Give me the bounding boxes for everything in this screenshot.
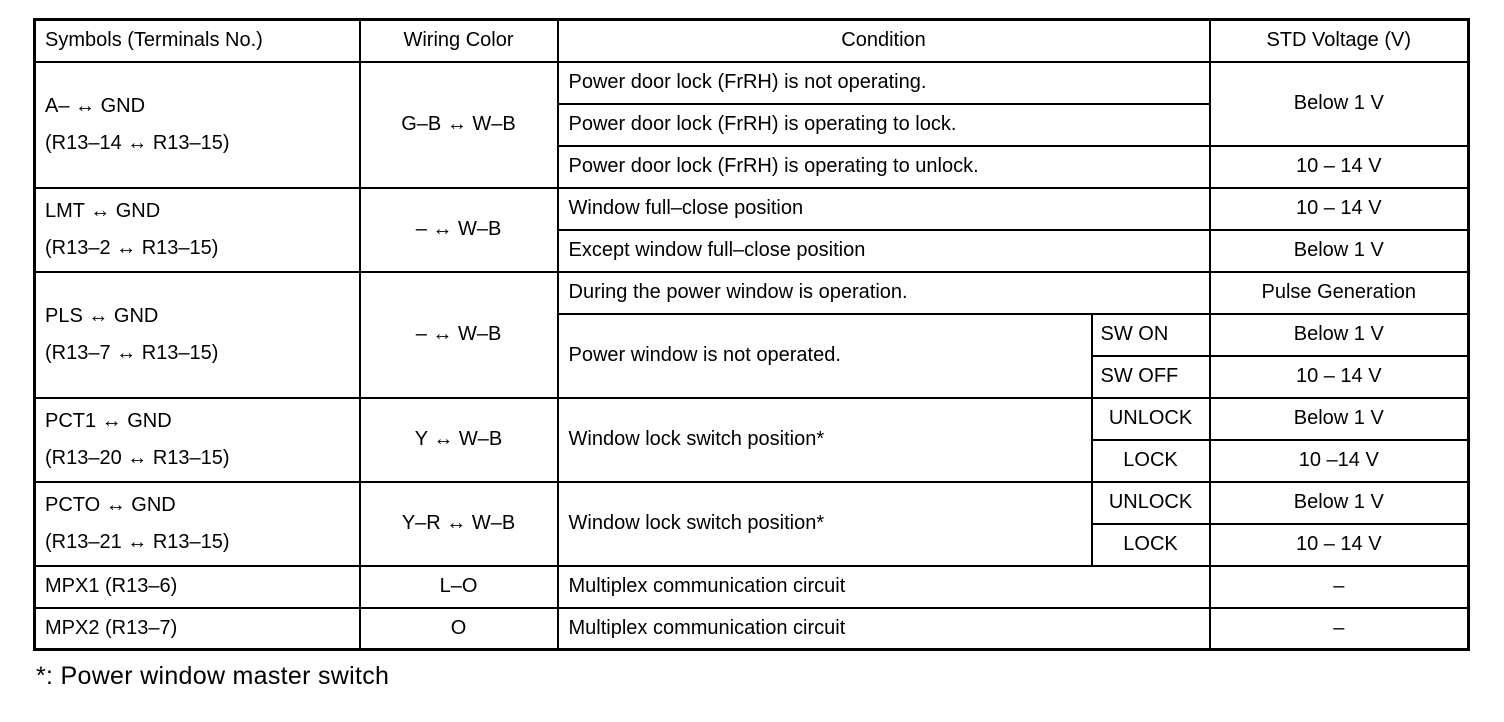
wiring-color-cell: – ↔ W–B bbox=[358, 186, 559, 273]
voltage-cell: 10 – 14 V bbox=[1208, 186, 1470, 231]
switch-state-cell: UNLOCK bbox=[1090, 480, 1211, 525]
condition-cell: Power door lock (FrRH) is not operating. bbox=[556, 60, 1211, 105]
wiring-color-cell: – ↔ W–B bbox=[358, 270, 559, 399]
header-condition: Condition bbox=[556, 18, 1211, 63]
wiring-color-cell: L–O bbox=[358, 564, 559, 609]
table-row: LMT ↔ GND (R13–2 ↔ R13–15) – ↔ W–B Windo… bbox=[33, 186, 1470, 273]
voltage-cell: 10 –14 V bbox=[1208, 438, 1470, 483]
condition-cell: Power window is not operated. bbox=[556, 312, 1093, 399]
symbol-cell: LMT ↔ GND (R13–2 ↔ R13–15) bbox=[33, 186, 361, 273]
switch-state-cell: LOCK bbox=[1090, 522, 1211, 567]
terminals-label: (R13–21 ↔ R13–15) bbox=[45, 530, 230, 553]
voltage-cell: 10 – 14 V bbox=[1208, 354, 1470, 399]
terminals-label: (R13–14 ↔ R13–15) bbox=[45, 131, 230, 154]
switch-state-cell: LOCK bbox=[1090, 438, 1211, 483]
symbol-label: A– ↔ GND bbox=[45, 95, 146, 118]
table-row: PCTO ↔ GND (R13–21 ↔ R13–15) Y–R ↔ W–B W… bbox=[33, 480, 1470, 567]
symbol-cell: MPX2 (R13–7) bbox=[33, 606, 361, 651]
condition-cell: Multiplex communication circuit bbox=[556, 606, 1211, 651]
condition-cell: Multiplex communication circuit bbox=[556, 564, 1211, 609]
voltage-cell: Below 1 V bbox=[1208, 396, 1470, 441]
wiring-color-cell: O bbox=[358, 606, 559, 651]
condition-cell: Window lock switch position* bbox=[556, 480, 1093, 567]
symbol-cell: PCT1 ↔ GND (R13–20 ↔ R13–15) bbox=[33, 396, 361, 483]
table-row: MPX1 (R13–6) L–O Multiplex communication… bbox=[33, 564, 1470, 609]
wiring-color-cell: G–B ↔ W–B bbox=[358, 60, 559, 189]
voltage-cell: – bbox=[1208, 564, 1470, 609]
wiring-color-cell: Y ↔ W–B bbox=[358, 396, 559, 483]
table-row: Power door lock (FrRH) is operating to u… bbox=[35, 144, 1470, 189]
condition-cell: Window lock switch position* bbox=[556, 396, 1093, 483]
symbol-cell: PLS ↔ GND (R13–7 ↔ R13–15) bbox=[33, 270, 361, 399]
table-row: PCT1 ↔ GND (R13–20 ↔ R13–15) Y ↔ W–B Win… bbox=[33, 396, 1470, 483]
symbol-label: PLS ↔ GND bbox=[45, 305, 159, 328]
voltage-cell: Below 1 V bbox=[1208, 60, 1470, 147]
symbol-cell: A– ↔ GND (R13–14 ↔ R13–15) bbox=[33, 60, 361, 189]
table-row: Except window full–close position Below … bbox=[35, 228, 1470, 273]
header-symbols: Symbols (Terminals No.) bbox=[33, 18, 361, 63]
terminals-label: (R13–7 ↔ R13–15) bbox=[45, 341, 219, 364]
table-row: A– ↔ GND (R13–14 ↔ R13–15) G–B ↔ W–B Pow… bbox=[33, 60, 1470, 189]
voltage-cell: 10 – 14 V bbox=[1208, 144, 1470, 189]
symbol-label: PCTO ↔ GND bbox=[45, 494, 176, 517]
symbol-label: PCT1 ↔ GND bbox=[45, 410, 172, 433]
voltage-cell: Below 1 V bbox=[1208, 480, 1470, 525]
condition-cell: During the power window is operation. bbox=[556, 270, 1211, 315]
switch-state-cell: SW ON bbox=[1090, 312, 1211, 357]
condition-cell: Power door lock (FrRH) is operating to l… bbox=[556, 102, 1211, 147]
header-wiring-color: Wiring Color bbox=[358, 18, 559, 63]
terminals-label: (R13–2 ↔ R13–15) bbox=[45, 236, 219, 259]
switch-state-cell: SW OFF bbox=[1090, 354, 1211, 399]
symbol-cell: PCTO ↔ GND (R13–21 ↔ R13–15) bbox=[33, 480, 361, 567]
table-header-row: Symbols (Terminals No.) Wiring Color Con… bbox=[33, 18, 1470, 63]
voltage-cell: Below 1 V bbox=[1208, 312, 1470, 357]
wiring-color-cell: Y–R ↔ W–B bbox=[358, 480, 559, 567]
table-row: LOCK 10 –14 V bbox=[35, 438, 1470, 483]
symbol-cell: MPX1 (R13–6) bbox=[33, 564, 361, 609]
terminals-label: (R13–20 ↔ R13–15) bbox=[45, 446, 230, 469]
voltage-cell: Below 1 V bbox=[1208, 228, 1470, 273]
condition-cell: Window full–close position bbox=[556, 186, 1211, 231]
voltage-cell: Pulse Generation bbox=[1208, 270, 1470, 315]
table-row: LOCK 10 – 14 V bbox=[35, 522, 1470, 567]
condition-cell: Power door lock (FrRH) is operating to u… bbox=[556, 144, 1211, 189]
table-row: MPX2 (R13–7) O Multiplex communication c… bbox=[33, 606, 1470, 651]
footnote: *: Power window master switch bbox=[36, 662, 390, 690]
table-row: Power window is not operated. SW ON Belo… bbox=[35, 312, 1470, 399]
terminal-voltage-table: Symbols (Terminals No.) Wiring Color Con… bbox=[33, 18, 1471, 651]
header-std-voltage: STD Voltage (V) bbox=[1208, 18, 1470, 63]
table-row: SW OFF 10 – 14 V bbox=[35, 354, 1470, 399]
symbol-label: LMT ↔ GND bbox=[45, 200, 161, 223]
condition-cell: Except window full–close position bbox=[556, 228, 1211, 273]
table-row: Power door lock (FrRH) is operating to l… bbox=[35, 102, 1469, 147]
table-row: PLS ↔ GND (R13–7 ↔ R13–15) – ↔ W–B Durin… bbox=[33, 270, 1470, 399]
voltage-cell: – bbox=[1208, 606, 1470, 651]
voltage-cell: 10 – 14 V bbox=[1208, 522, 1470, 567]
switch-state-cell: UNLOCK bbox=[1090, 396, 1211, 441]
